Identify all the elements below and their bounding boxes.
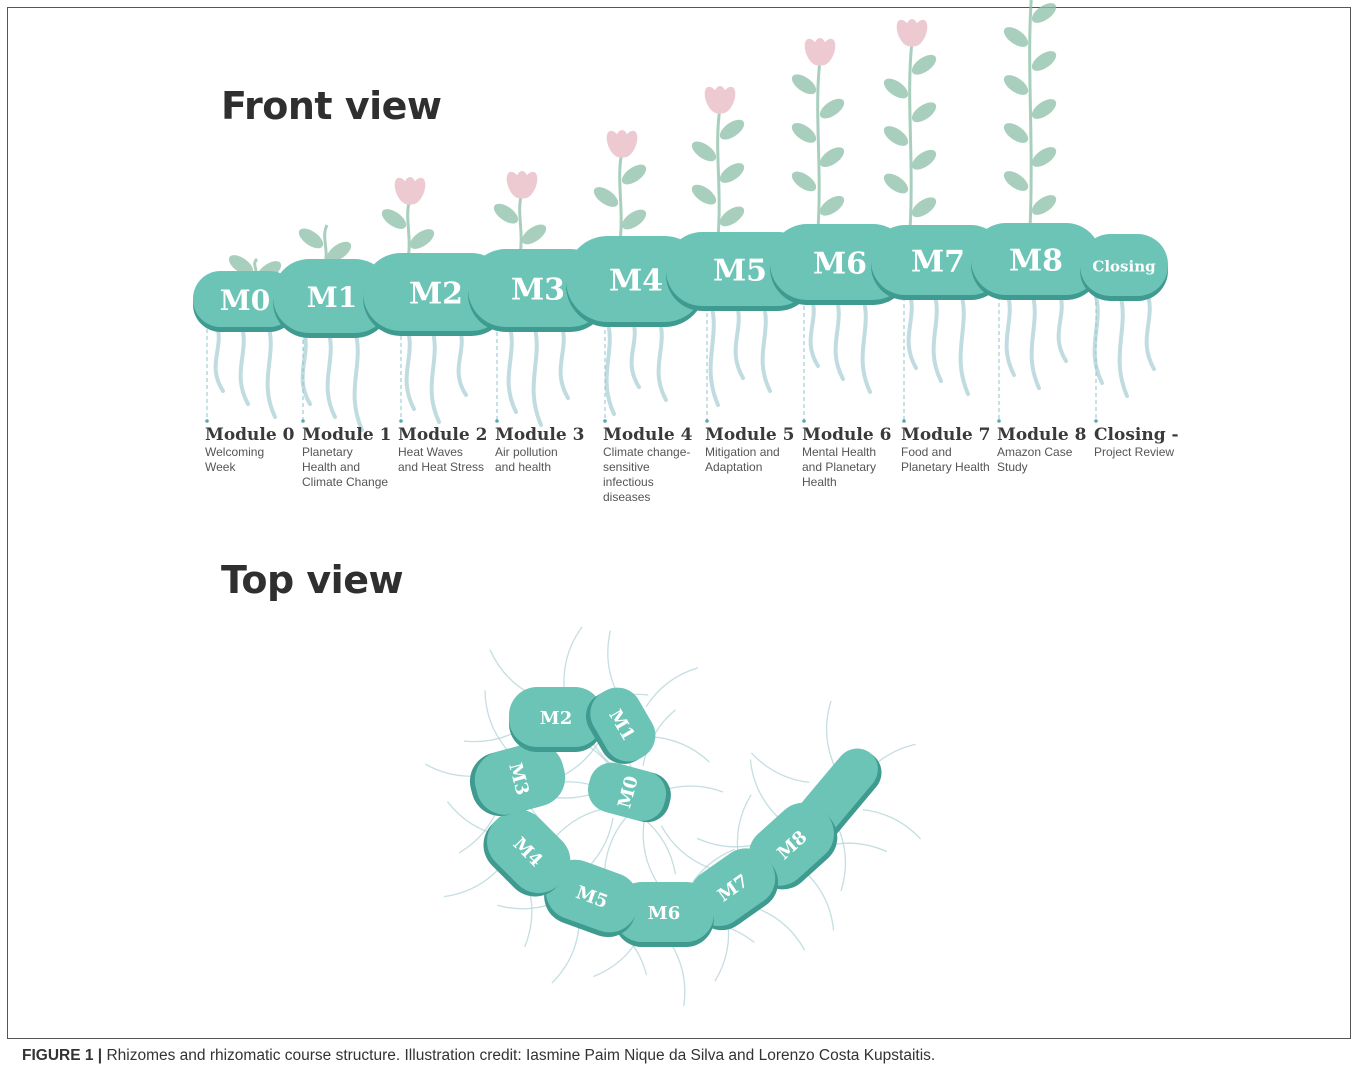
top-root-5-3 xyxy=(605,811,632,870)
top-root-2-4 xyxy=(564,627,582,690)
figure-caption: FIGURE 1 | Rhizomes and rhizomatic cours… xyxy=(22,1047,935,1065)
top-root-9-0 xyxy=(751,753,809,783)
top-root-9-1 xyxy=(827,701,835,766)
top-root-8-4 xyxy=(805,872,833,930)
top-root-4-1 xyxy=(444,866,501,897)
top-segment-0: M0 xyxy=(583,757,676,827)
top-root-4-4 xyxy=(555,807,612,838)
top-root-1-5 xyxy=(646,668,698,707)
figure-caption-label: FIGURE 1 | xyxy=(22,1047,102,1064)
top-root-8-1 xyxy=(750,760,778,818)
top-root-3-3 xyxy=(485,690,508,751)
top-root-1-4 xyxy=(608,631,619,696)
top-root-5-0 xyxy=(552,924,579,983)
top-segment-label-2: M2 xyxy=(540,708,572,729)
top-root-1-0 xyxy=(650,737,710,762)
top-root-7-4 xyxy=(756,908,805,951)
top-root-6-5 xyxy=(670,942,685,1006)
top-root-9-4 xyxy=(838,826,846,891)
top-segment-label-6: M6 xyxy=(648,903,680,924)
top-root-7-1 xyxy=(661,826,710,869)
figure-caption-text: Rhizomes and rhizomatic course structure… xyxy=(102,1047,935,1064)
top-root-0-1 xyxy=(643,818,676,874)
top-root-9-3 xyxy=(863,810,921,840)
